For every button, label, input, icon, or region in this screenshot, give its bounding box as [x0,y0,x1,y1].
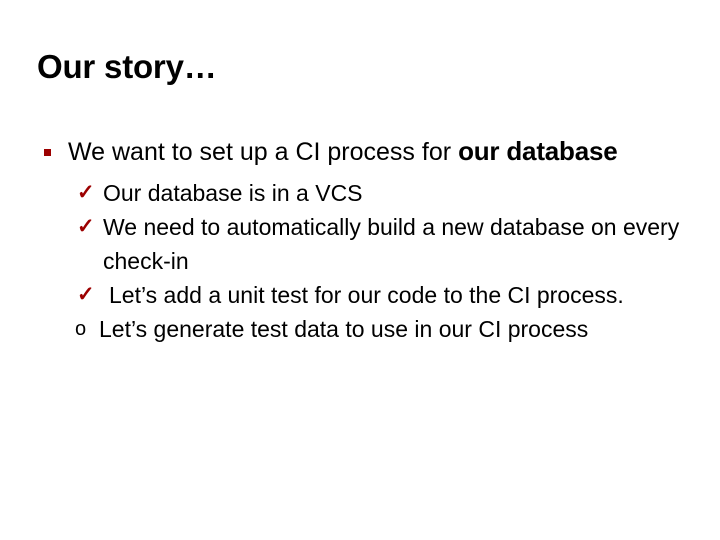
sub-bullet-text: Our database is in a VCS [103,180,363,206]
list-item: ✓ We need to automatically build a new d… [37,210,687,278]
check-icon: ✓ [77,215,95,238]
sub-bullet-text: We need to automatically build a new dat… [103,214,680,274]
slide-title: Our story… [37,48,217,85]
check-icon: ✓ [77,283,95,306]
square-bullet-icon [44,149,51,156]
check-icon: ✓ [77,181,95,204]
slide-body: We want to set up a CI process for our d… [37,133,687,346]
bullet-level1: We want to set up a CI process for our d… [37,133,687,170]
circle-bullet-icon: o [75,318,87,340]
list-item: ✓ Let’s add a unit test for our code to … [37,278,687,312]
sub-bullet-text: Let’s add a unit test for our code to th… [109,282,624,308]
bullet-level1-text-emphasis: our database [451,136,618,166]
list-item: ✓ Our database is in a VCS [37,176,687,210]
sub-bullet-text: Let’s generate test data to use in our C… [99,316,589,342]
list-item: o Let’s generate test data to use in our… [37,312,687,346]
bullet-level1-text: We want to set up a CI process for our d… [68,133,687,170]
bullet-level1-text-regular: We want to set up a CI process for [68,138,452,166]
sub-bullet-list: ✓ Our database is in a VCS ✓ We need to … [37,176,687,346]
